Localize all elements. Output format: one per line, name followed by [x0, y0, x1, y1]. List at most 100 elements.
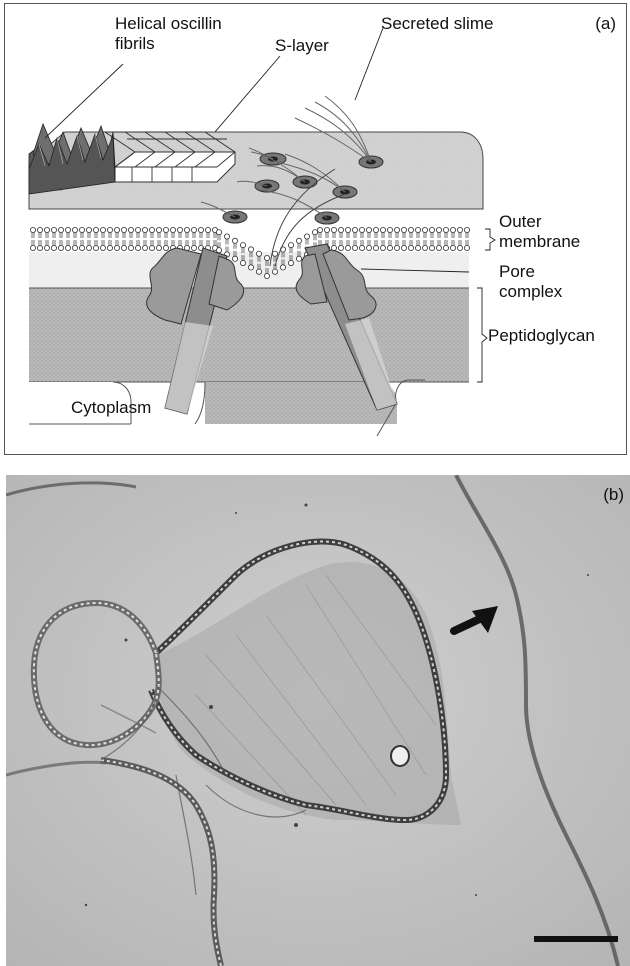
lipid-pore-upper — [232, 238, 237, 249]
lipid-upper — [79, 227, 84, 238]
lipid-upper — [156, 227, 161, 238]
lipid-upper — [443, 227, 448, 238]
lipid-lower — [44, 240, 49, 251]
lipid-lower — [100, 240, 105, 251]
lipid-upper — [37, 227, 42, 238]
lipid-lower — [121, 240, 126, 251]
lipid-lower — [422, 240, 427, 251]
lipid-lower — [352, 240, 357, 251]
label-peptidoglycan: Peptidoglycan — [488, 326, 595, 346]
lipid-upper — [401, 227, 406, 238]
lipid-lower — [163, 240, 168, 251]
lipid-upper — [359, 227, 364, 238]
lipid-lower — [128, 240, 133, 251]
lipid-lower — [142, 240, 147, 251]
lipid-pore-upper — [304, 234, 309, 245]
lipid-upper — [114, 227, 119, 238]
label-s-layer: S-layer — [275, 36, 329, 56]
lipid-lower — [79, 240, 84, 251]
panel-b-micrograph: (b) — [6, 475, 630, 966]
lipid-lower — [464, 240, 469, 251]
lipid-lower — [191, 240, 196, 251]
lipid-upper — [93, 227, 98, 238]
lipid-lower — [114, 240, 119, 251]
lipid-upper — [100, 227, 105, 238]
lipid-lower — [450, 240, 455, 251]
lipid-lower — [338, 240, 343, 251]
lipid-upper — [394, 227, 399, 238]
lipid-upper — [380, 227, 385, 238]
lipid-lower — [436, 240, 441, 251]
lipid-lower — [394, 240, 399, 251]
lipid-lower — [107, 240, 112, 251]
lipid-upper — [58, 227, 63, 238]
lipid-pore-upper — [216, 230, 221, 241]
lipid-upper — [177, 227, 182, 238]
lipid-lower — [373, 240, 378, 251]
lipid-upper — [86, 227, 91, 238]
lipid-lower — [58, 240, 63, 251]
lipid-lower — [72, 240, 77, 251]
lipid-pore-upper — [288, 243, 293, 254]
lipid-pore-upper — [224, 234, 229, 245]
panel-a-diagram: (a) — [4, 3, 627, 455]
lipid-lower — [401, 240, 406, 251]
lipid-upper — [72, 227, 77, 238]
lipid-upper — [198, 227, 203, 238]
lipid-upper — [422, 227, 427, 238]
lipid-upper — [30, 227, 35, 238]
lipid-upper — [429, 227, 434, 238]
lipid-lower — [156, 240, 161, 251]
lipid-pore-upper — [312, 230, 317, 241]
micrograph-image — [6, 475, 630, 966]
lipid-lower — [443, 240, 448, 251]
lipid-upper — [408, 227, 413, 238]
lipid-upper — [352, 227, 357, 238]
lipid-upper — [464, 227, 469, 238]
lipid-upper — [450, 227, 455, 238]
lipid-upper — [345, 227, 350, 238]
lipid-pore-upper — [296, 238, 301, 249]
lipid-lower — [345, 240, 350, 251]
lipid-lower — [65, 240, 70, 251]
lipid-upper — [107, 227, 112, 238]
lipid-lower — [408, 240, 413, 251]
lipid-upper — [142, 227, 147, 238]
lipid-lower — [359, 240, 364, 251]
lipid-lower — [387, 240, 392, 251]
lipid-upper — [44, 227, 49, 238]
lipid-upper — [324, 227, 329, 238]
lipid-lower — [457, 240, 462, 251]
lipid-upper — [373, 227, 378, 238]
lipid-upper — [191, 227, 196, 238]
lipid-lower — [380, 240, 385, 251]
label-outer-membrane: Outer membrane — [499, 212, 580, 252]
lipid-lower — [86, 240, 91, 251]
lipid-upper — [149, 227, 154, 238]
lipid-lower — [30, 240, 35, 251]
lipid-lower — [37, 240, 42, 251]
lipid-upper — [317, 227, 322, 238]
lipid-upper — [205, 227, 210, 238]
lipid-lower — [51, 240, 56, 251]
panel-a-tag: (a) — [595, 14, 616, 34]
lipid-upper — [170, 227, 175, 238]
lipid-lower — [149, 240, 154, 251]
peptidoglycan-layer — [29, 288, 469, 382]
lipid-upper — [128, 227, 133, 238]
lipid-upper — [387, 227, 392, 238]
lipid-upper — [163, 227, 168, 238]
lipid-lower — [93, 240, 98, 251]
lipid-lower — [135, 240, 140, 251]
lipid-upper — [51, 227, 56, 238]
label-secreted-slime: Secreted slime — [381, 14, 493, 34]
lipid-upper — [65, 227, 70, 238]
lipid-lower — [331, 240, 336, 251]
lipid-upper — [121, 227, 126, 238]
lipid-upper — [184, 227, 189, 238]
lipid-lower — [184, 240, 189, 251]
lipid-pore-upper — [240, 243, 245, 254]
bubble — [391, 746, 409, 766]
lipid-lower — [415, 240, 420, 251]
lipid-upper — [457, 227, 462, 238]
